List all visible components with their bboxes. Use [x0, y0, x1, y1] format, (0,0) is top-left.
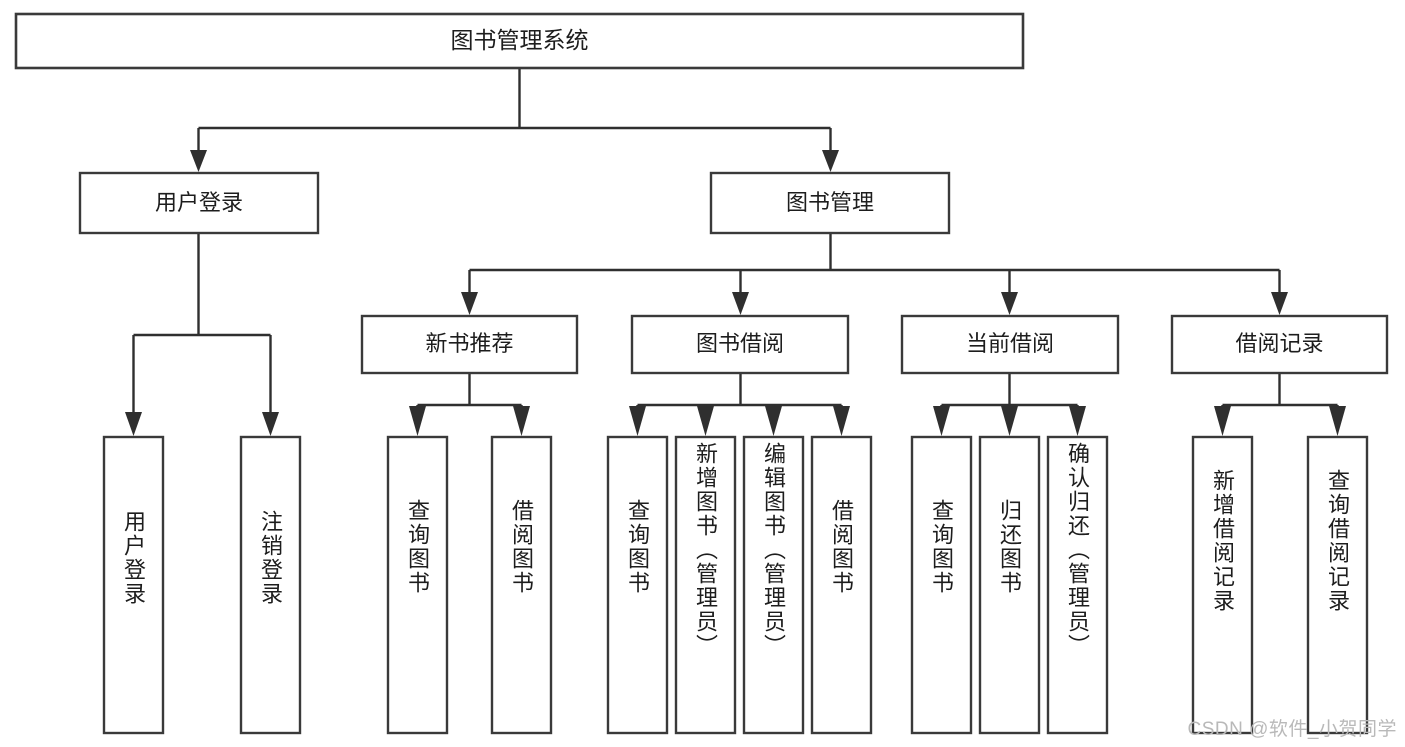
node-box-user-login[interactable] [78, 171, 320, 235]
node-label-current-borrow: 当前借阅 [966, 331, 1054, 356]
arrowhead-book-borrow [732, 292, 749, 315]
node-box-root[interactable] [14, 12, 1025, 70]
node-box-new-book-recommend[interactable] [360, 314, 579, 375]
arrowhead-leaf-logout [262, 412, 279, 436]
arrowhead-bb-leaf1 [629, 406, 646, 436]
arrowhead-cb-leaf2 [1001, 406, 1018, 436]
arrowhead-br-leaf1 [1214, 406, 1231, 436]
arrowhead-borrow-records [1271, 292, 1288, 315]
leaf-box-bb-query-book[interactable] [606, 435, 669, 735]
leaf-box-cb-query-book[interactable] [910, 435, 973, 735]
arrowhead-new-book [461, 292, 478, 315]
arrowhead-nb-leaf2 [513, 406, 530, 436]
node-box-book-borrow[interactable] [630, 314, 850, 375]
node-box-book-management[interactable] [709, 171, 951, 235]
node-label-root: 图书管理系统 [451, 27, 589, 53]
connector-group-book-mgmt-to-level3 [461, 233, 1288, 315]
leaf-box-nb-query-book[interactable] [386, 435, 449, 735]
arrowhead-bb-leaf2 [697, 406, 714, 436]
node-box-borrow-records[interactable] [1170, 314, 1389, 375]
leaf-box-bb-borrow-book[interactable] [810, 435, 873, 735]
arrowhead-br-leaf2 [1329, 406, 1346, 436]
node-label-book-management: 图书管理 [786, 190, 874, 215]
leaf-box-logout[interactable] [239, 435, 302, 735]
arrowhead-nb-leaf1 [409, 406, 426, 436]
leaf-box-cb-return-book[interactable] [978, 435, 1041, 735]
leaf-box-user-login[interactable] [102, 435, 165, 735]
leaf-box-bb-edit-book[interactable] [742, 435, 805, 735]
arrowhead-user-login [190, 150, 207, 172]
node-label-new-book-recommend: 新书推荐 [425, 331, 513, 356]
connector-group-current-borrow-to-leaves [933, 373, 1086, 436]
leaf-box-br-query-record[interactable] [1306, 435, 1369, 735]
leaf-box-cb-confirm-return[interactable] [1046, 435, 1109, 735]
node-box-current-borrow[interactable] [900, 314, 1120, 375]
connector-group-user-login-to-leaves [125, 233, 279, 436]
node-label-borrow-records: 借阅记录 [1235, 331, 1323, 356]
leaf-box-br-add-record[interactable] [1191, 435, 1254, 735]
node-label-book-borrow: 图书借阅 [696, 331, 784, 356]
leaf-box-nb-borrow-book[interactable] [490, 435, 553, 735]
arrowhead-book-mgmt [822, 150, 839, 172]
connector-group-root-to-level2 [190, 68, 839, 172]
leaf-box-bb-add-book[interactable] [674, 435, 737, 735]
connector-group-book-borrow-to-leaves [629, 373, 850, 436]
arrowhead-bb-leaf3 [765, 406, 782, 436]
arrowhead-cb-leaf3 [1069, 406, 1086, 436]
csdn-watermark: CSDN @软件_小贺同学 [1187, 719, 1397, 740]
arrowhead-cb-leaf1 [933, 406, 950, 436]
connector-group-new-book-to-leaves [409, 373, 530, 436]
node-label-user-login: 用户登录 [155, 190, 243, 215]
arrowhead-current-borrow [1001, 292, 1018, 315]
arrowhead-bb-leaf4 [833, 406, 850, 436]
arrowhead-leaf-user-login [125, 412, 142, 436]
connector-group-borrow-records-to-leaves [1214, 373, 1346, 436]
